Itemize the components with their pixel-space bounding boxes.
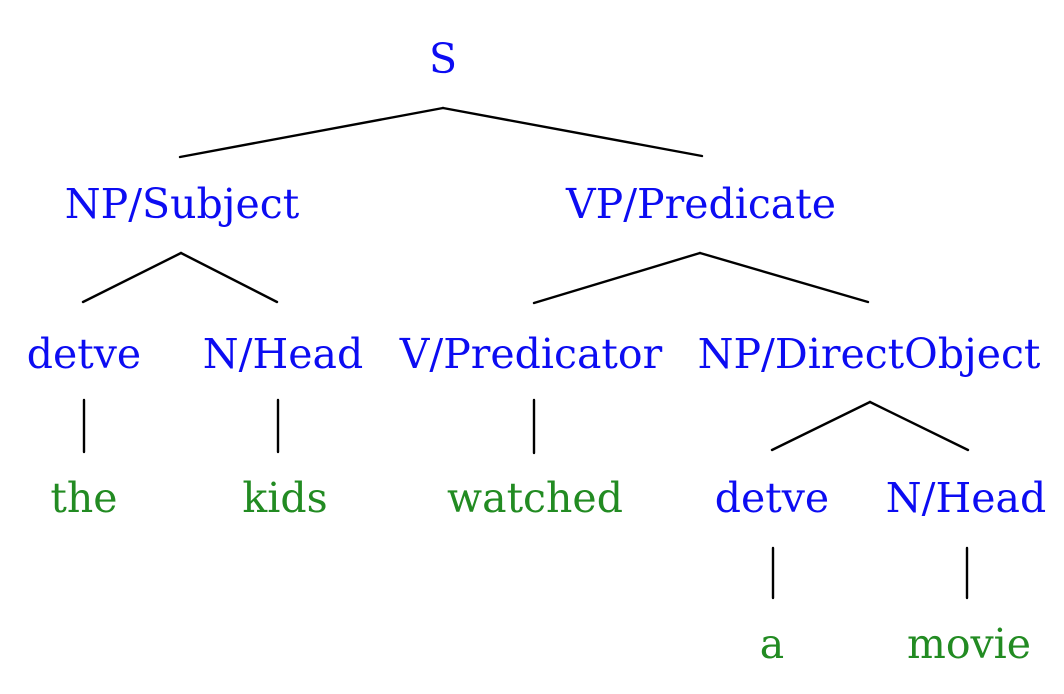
edge-s-to-vp-predicate [441,106,704,158]
node-detve-subject: detve [26,330,142,378]
node-n-head-subject: N/Head [202,330,364,378]
node-vp-predicate: VP/Predicate [566,180,836,228]
node-n-head-object: N/Head [885,474,1047,522]
node-np-direct-object: NP/DirectObject [697,330,1041,378]
node-np-subject: NP/Subject [64,180,300,228]
leaf-watched: watched [447,474,623,522]
edge-vp-predicate-to-v-predicator [532,251,702,305]
edge-s-to-np-subject [178,106,445,159]
edge-vp-predicate-to-np-direct-object [698,251,870,304]
node-v-predicator: V/Predicator [399,330,663,378]
edge-np-subject-to-n-head [179,251,279,304]
leaf-kids: kids [242,474,328,522]
node-s: S [428,35,458,83]
leaf-movie: movie [906,620,1032,668]
leaf-the: the [50,474,118,522]
edge-np-direct-object-to-n-head [868,400,970,452]
edge-np-direct-object-to-detve [770,400,872,452]
edge-np-subject-to-detve [81,251,183,304]
leaf-a: a [759,620,785,668]
node-detve-object: detve [714,474,830,522]
